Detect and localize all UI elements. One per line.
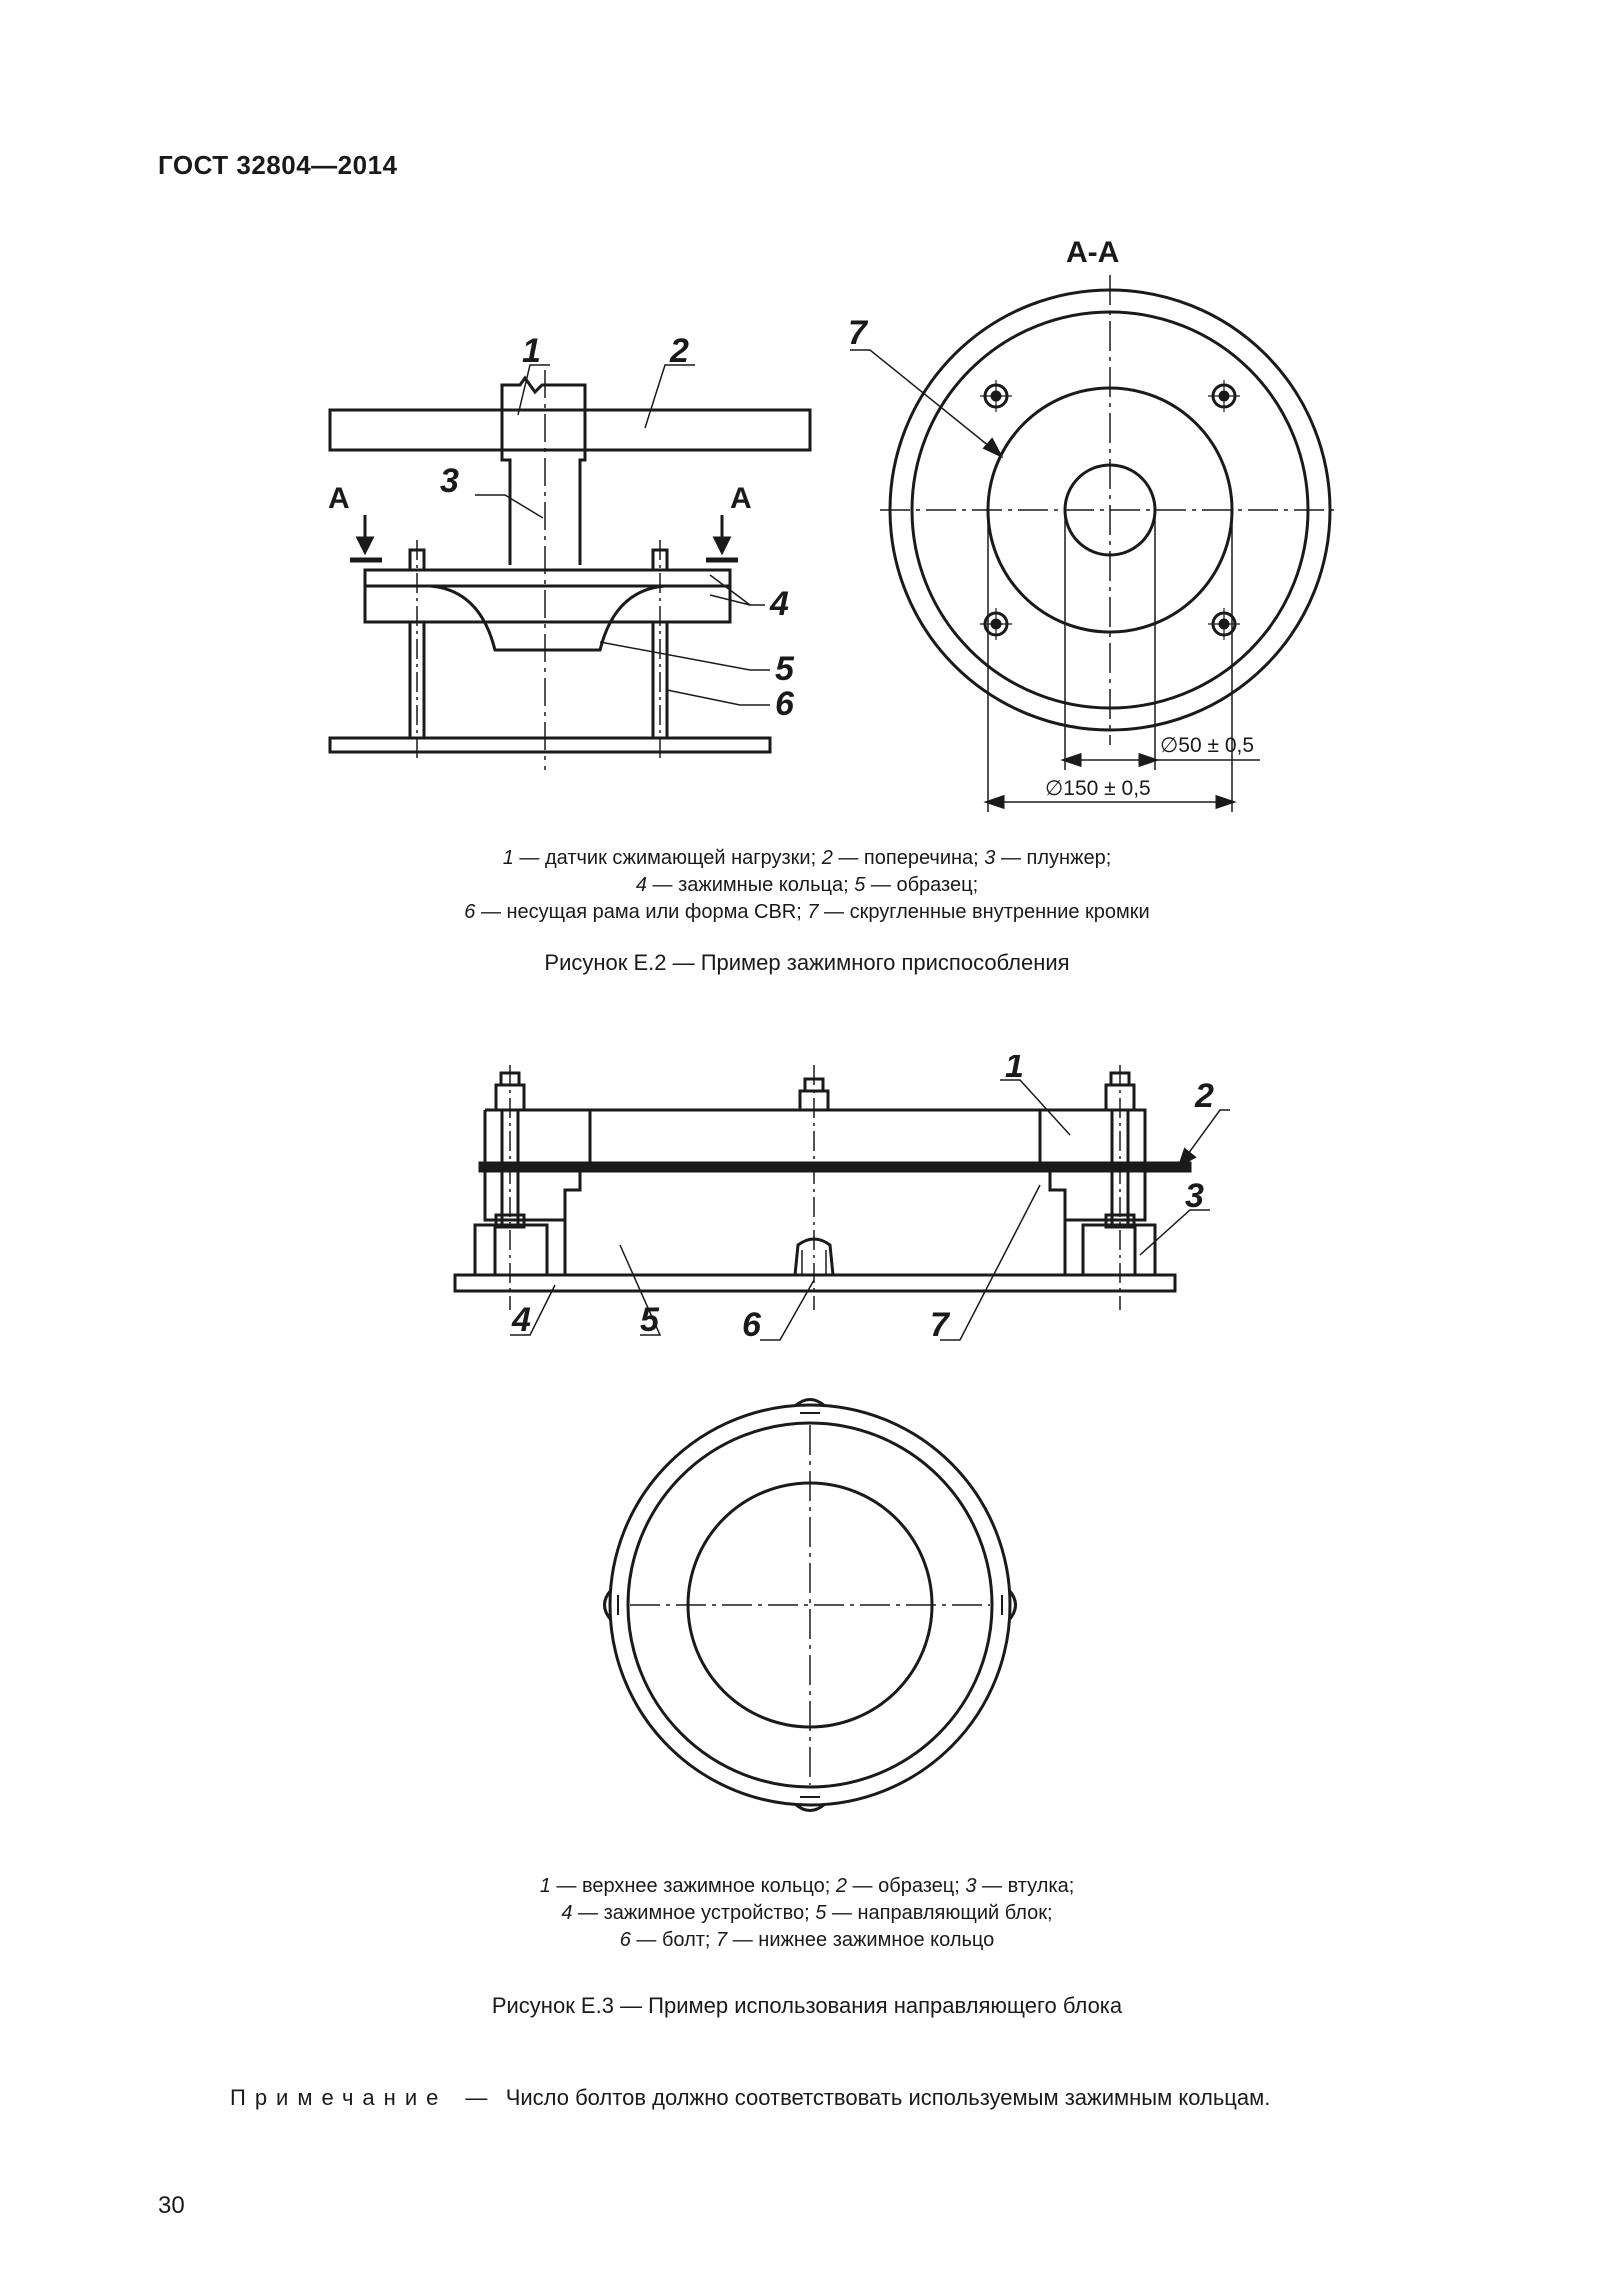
fig2-label-7: 7 xyxy=(848,314,869,352)
note-label: Примечание xyxy=(230,2085,448,2110)
legend-line: 6 — несущая рама или форма CBR; 7 — скру… xyxy=(464,901,1150,923)
fig2-label-3: 3 xyxy=(440,462,459,500)
section-mark-left: A xyxy=(328,482,350,515)
fig3-label-3: 3 xyxy=(1185,1177,1204,1215)
fig3-label-4: 4 xyxy=(511,1301,531,1339)
fig2-label-5: 5 xyxy=(775,650,795,688)
figure-e3-caption: Рисунок Е.3 — Пример использования напра… xyxy=(491,1993,1123,2018)
fig2-label-4: 4 xyxy=(769,585,789,623)
figure-e2-side-view: 1 2 3 4 5 6 A A xyxy=(310,320,830,780)
document-header: ГОСТ 32804—2014 xyxy=(158,150,398,180)
note-paragraph: Примечание — Число болтов должно соответс… xyxy=(230,2085,1270,2111)
figure-e3-plan-view xyxy=(590,1385,1030,1825)
section-mark-right: A xyxy=(730,482,752,515)
figure-e2-caption: Рисунок Е.2 — Пример зажимного приспособ… xyxy=(544,950,1070,975)
fig2-label-2: 2 xyxy=(669,332,689,370)
fig3-label-2: 2 xyxy=(1194,1077,1214,1115)
fig2-label-6: 6 xyxy=(775,685,795,723)
fig3-label-1: 1 xyxy=(1005,1055,1024,1085)
legend-line: 1 — верхнее зажимное кольцо; 2 — образец… xyxy=(539,1875,1075,1897)
legend-line: 4 — зажимные кольца; 5 — образец; xyxy=(635,874,979,896)
figure-e2-section-view: А-А ∅50 ± 0,5 ∅150 ± 0,5 7 xyxy=(830,230,1370,830)
legend-line: 1 — датчик сжимающей нагрузки; 2 — попер… xyxy=(502,847,1112,869)
note-text: Число болтов должно соответствовать испо… xyxy=(505,2085,1271,2110)
legend-line: 4 — зажимное устройство; 5 — направляющи… xyxy=(561,1902,1053,1924)
fig3-label-5: 5 xyxy=(640,1301,660,1339)
fig3-label-7: 7 xyxy=(930,1306,951,1344)
legend-line: 6 — болт; 7 — нижнее зажимное кольцо xyxy=(619,1929,995,1951)
dimension-inner-diameter: ∅50 ± 0,5 xyxy=(1160,734,1254,757)
page-number: 30 xyxy=(158,2192,185,2219)
note-dash: — xyxy=(465,2085,488,2110)
dimension-outer-diameter: ∅150 ± 0,5 xyxy=(1045,777,1151,800)
fig3-label-6: 6 xyxy=(742,1306,762,1344)
fig2-label-1: 1 xyxy=(522,332,541,370)
figure-e3-legend: 1 — верхнее зажимное кольцо; 2 — образец… xyxy=(0,1873,1614,1954)
figure-e2-legend: 1 — датчик сжимающей нагрузки; 2 — попер… xyxy=(0,845,1614,926)
figure-e3-side-view: 1 2 3 4 5 6 7 xyxy=(440,1055,1230,1355)
section-title: А-А xyxy=(1066,236,1119,269)
